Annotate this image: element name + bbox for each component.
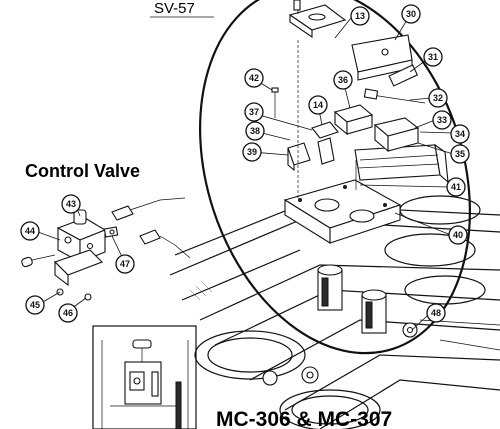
svg-text:34: 34 <box>455 129 465 139</box>
svg-text:31: 31 <box>428 52 438 62</box>
spring-31 <box>388 64 419 87</box>
valve-cylinders <box>317 264 387 334</box>
callout-32: 32 <box>428 88 448 108</box>
callout-43: 43 <box>61 194 81 214</box>
bolt-42 <box>271 87 279 118</box>
callout-41: 41 <box>446 177 466 197</box>
switch-assembly <box>287 121 339 172</box>
callout-30: 30 <box>401 4 421 24</box>
svg-text:43: 43 <box>66 199 76 209</box>
callout-35: 35 <box>450 144 470 164</box>
callout-40: 40 <box>448 225 468 245</box>
callout-39: 39 <box>242 142 262 162</box>
svg-text:44: 44 <box>25 226 35 236</box>
callout-34: 34 <box>450 124 470 144</box>
svg-text:41: 41 <box>451 182 461 192</box>
plunger-32 <box>363 88 426 104</box>
callout-14: 14 <box>308 95 328 115</box>
svg-text:42: 42 <box>249 73 259 83</box>
svg-text:46: 46 <box>63 308 73 318</box>
callout-33: 33 <box>432 110 452 130</box>
callout-42: 42 <box>244 68 264 88</box>
top-plate <box>288 0 347 39</box>
block-35 <box>373 117 420 153</box>
model-label: MC-306 & MC-307 <box>216 408 392 429</box>
svg-text:37: 37 <box>249 107 259 117</box>
svg-text:40: 40 <box>453 230 463 240</box>
svg-text:36: 36 <box>338 75 348 85</box>
svg-text:32: 32 <box>433 93 443 103</box>
svg-text:48: 48 <box>431 308 441 318</box>
callout-13: 13 <box>350 6 370 26</box>
callout-47: 47 <box>115 254 135 274</box>
svg-text:45: 45 <box>30 300 40 310</box>
svg-text:35: 35 <box>455 149 465 159</box>
mounting-plate <box>283 179 402 244</box>
callout-31: 31 <box>423 47 443 67</box>
callout-44: 44 <box>20 221 40 241</box>
control-valve-assembly <box>21 197 191 301</box>
callout-45: 45 <box>25 295 45 315</box>
mount-bracket-30 <box>351 34 413 81</box>
svg-text:13: 13 <box>355 11 365 21</box>
callout-38: 38 <box>245 121 265 141</box>
callout-48: 48 <box>426 303 446 323</box>
svg-text:39: 39 <box>247 147 257 157</box>
callout-46: 46 <box>58 303 78 323</box>
header-reference: SV-57 <box>154 0 195 17</box>
svg-text:47: 47 <box>120 259 130 269</box>
svg-text:38: 38 <box>250 126 260 136</box>
machine-frame <box>169 195 500 429</box>
svg-text:14: 14 <box>313 100 323 110</box>
inset-detail <box>92 325 197 429</box>
svg-text:33: 33 <box>437 115 447 125</box>
bracket-41 <box>354 143 449 184</box>
svg-text:30: 30 <box>406 9 416 19</box>
callout-36: 36 <box>333 70 353 90</box>
callout-37: 37 <box>244 102 264 122</box>
block-36 <box>333 104 374 136</box>
control-valve-title: Control Valve <box>25 161 140 181</box>
